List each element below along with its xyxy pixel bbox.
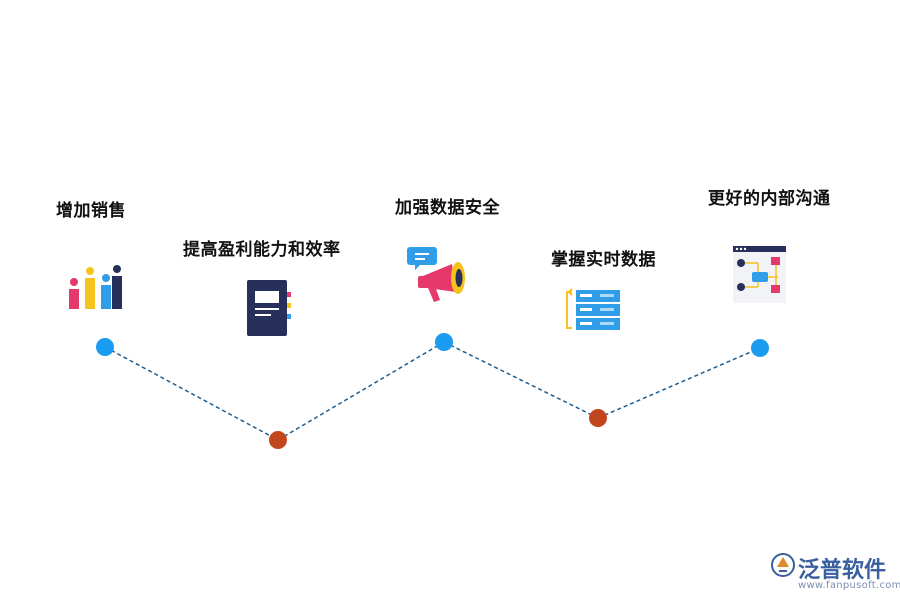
milestone-dot-4 bbox=[589, 409, 607, 427]
milestone-dot-3 bbox=[435, 333, 453, 351]
milestone-label-1: 增加销售 bbox=[56, 201, 126, 221]
milestone-dot-1 bbox=[96, 338, 114, 356]
brand-url: www.fanpusoft.com bbox=[798, 580, 900, 591]
brand-mark-icon bbox=[771, 553, 795, 577]
milestone-label-5: 更好的内部沟通 bbox=[708, 189, 831, 209]
flowchart-icon bbox=[733, 246, 786, 303]
bar-chart-icon bbox=[69, 265, 122, 309]
milestone-dot-2 bbox=[269, 431, 287, 449]
milestone-label-2: 提高盈利能力和效率 bbox=[183, 240, 341, 260]
milestone-label-3: 加强数据安全 bbox=[395, 198, 500, 218]
milestone-dot-5 bbox=[751, 339, 769, 357]
megaphone-icon bbox=[407, 247, 465, 302]
server-icon bbox=[566, 288, 620, 330]
connector-4 bbox=[597, 347, 761, 419]
connector-1 bbox=[104, 346, 279, 441]
notebook-icon bbox=[247, 280, 291, 336]
brand-name: 泛普软件 bbox=[798, 558, 887, 583]
milestone-label-4: 掌握实时数据 bbox=[551, 250, 656, 270]
connector-3 bbox=[443, 341, 599, 419]
connector-2 bbox=[277, 341, 445, 441]
